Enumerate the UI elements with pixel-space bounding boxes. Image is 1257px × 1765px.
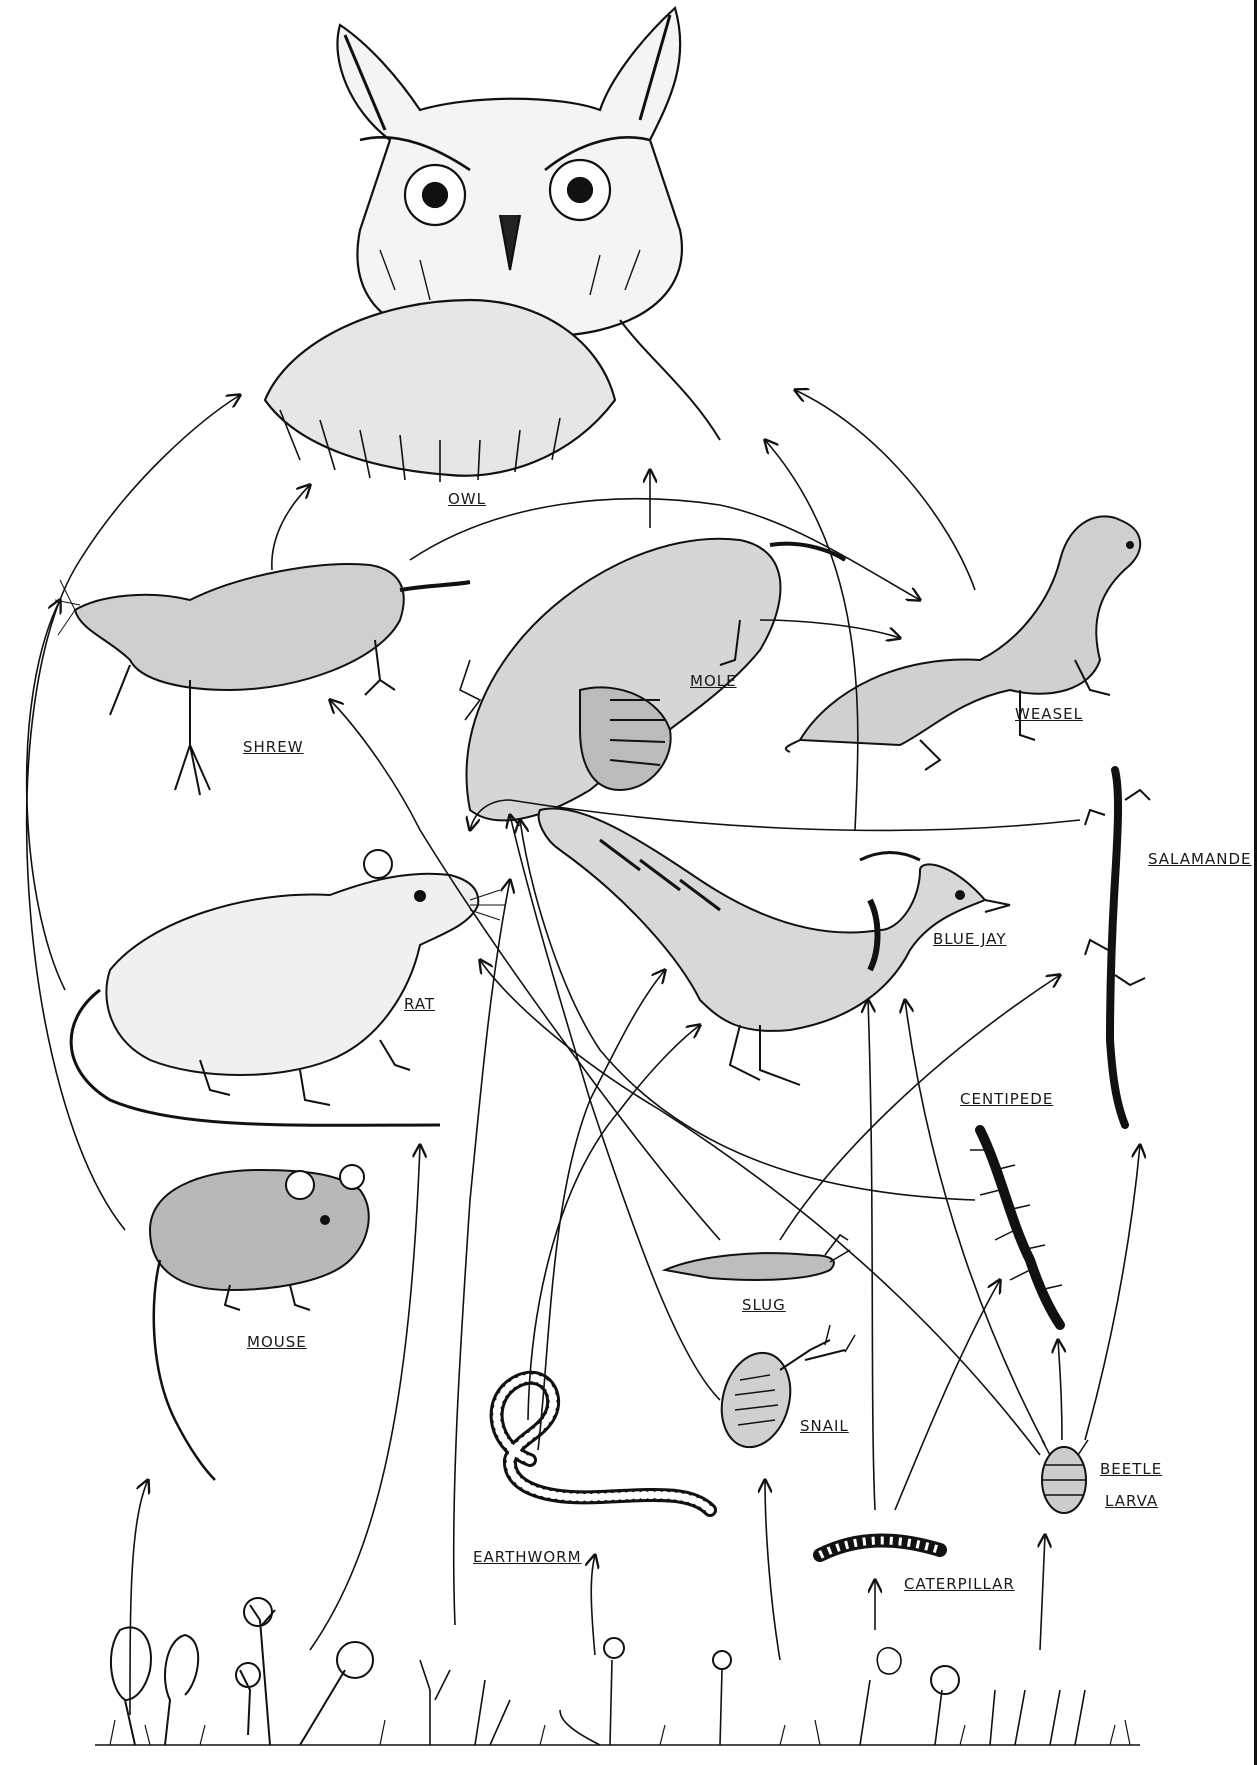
beetle-larva-drawing — [1042, 1440, 1088, 1513]
arrow-larva-salamander — [1085, 1145, 1140, 1440]
arrow-mole-weasel — [760, 620, 900, 638]
label-beetle: BEETLE — [1100, 1460, 1162, 1478]
centipede-drawing — [970, 1130, 1062, 1325]
arrow-bluejay-owl — [765, 440, 858, 830]
label-snail: SNAIL — [800, 1417, 849, 1435]
arrow-shrew-owl — [272, 485, 310, 570]
salamander-drawing — [1085, 770, 1150, 1125]
label-larva: LARVA — [1105, 1492, 1158, 1510]
label-shrew: SHREW — [243, 738, 304, 756]
label-salamander: SALAMANDE — [1148, 850, 1251, 868]
arrow-weasel-owl — [795, 390, 975, 590]
label-earthworm: EARTHWORM — [473, 1548, 582, 1566]
slug-drawing — [665, 1235, 850, 1280]
arrow-earthworm-bluejay — [528, 1025, 700, 1420]
owl-drawing — [265, 8, 720, 482]
arrow-plants-earthworm — [591, 1555, 595, 1655]
arrow-plants-snail — [765, 1480, 780, 1660]
arrow-larva-bluejay — [905, 1000, 1045, 1445]
shrew-drawing — [55, 564, 470, 795]
label-slug: SLUG — [742, 1296, 786, 1314]
label-rat: RAT — [404, 995, 435, 1013]
caterpillar-drawing — [820, 1540, 940, 1555]
label-caterpillar: CATERPILLAR — [904, 1575, 1015, 1593]
label-centipede: CENTIPEDE — [960, 1090, 1053, 1108]
mouse-drawing — [150, 1165, 369, 1480]
arrow-plants-larva — [1040, 1535, 1045, 1650]
arrow-mouse-owl — [27, 395, 240, 1230]
label-owl: OWL — [448, 490, 486, 508]
rat-drawing — [71, 850, 505, 1125]
arrow-caterpillar-centipede — [895, 1280, 1000, 1510]
arrow-plants-slug — [454, 880, 510, 1625]
arrow-caterpillar-bluejay — [868, 1000, 875, 1510]
plants-drawing — [95, 1598, 1140, 1745]
snail-drawing — [712, 1325, 855, 1455]
label-weasel: WEASEL — [1015, 705, 1083, 723]
arrow-earthworm-rat — [538, 970, 665, 1450]
label-mouse: MOUSE — [247, 1333, 307, 1351]
label-mole: MOLE — [690, 672, 737, 690]
label-bluejay: BLUE JAY — [933, 930, 1007, 948]
mole-drawing — [460, 539, 845, 821]
arrow-larva-centipede — [1058, 1340, 1062, 1440]
